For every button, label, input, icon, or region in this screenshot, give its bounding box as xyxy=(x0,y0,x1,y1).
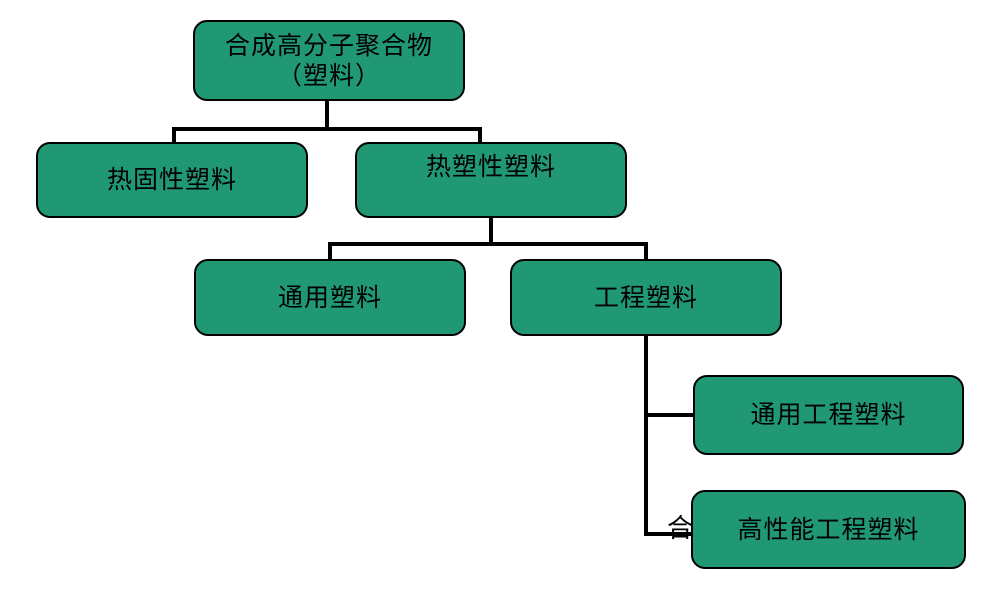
node-general-engineering-label: 通用工程塑料 xyxy=(750,400,907,430)
node-thermoplastic[interactable]: 热塑性塑料 xyxy=(355,142,627,218)
connector-root-stem xyxy=(325,100,329,129)
node-general-purpose[interactable]: 通用塑料 xyxy=(194,259,466,336)
connector-level2-bar xyxy=(328,242,648,246)
node-general-engineering[interactable]: 通用工程塑料 xyxy=(693,375,964,455)
node-thermoset[interactable]: 热固性塑料 xyxy=(36,142,308,218)
connector-level1-bar xyxy=(172,127,482,131)
connector-branch-general-engineering xyxy=(644,413,696,417)
node-engineering[interactable]: 工程塑料 xyxy=(510,259,782,336)
connector-level1-leg-left xyxy=(172,127,176,145)
connector-branch-high-performance xyxy=(644,532,696,536)
connector-level2-leg-left xyxy=(328,242,332,262)
node-engineering-label: 工程塑料 xyxy=(593,282,698,312)
connector-thermoplastic-stem xyxy=(489,217,493,244)
connector-engineering-rail xyxy=(644,336,648,536)
node-general-purpose-label: 通用塑料 xyxy=(277,282,382,312)
node-root-label: 合成高分子聚合物 （塑料） xyxy=(224,31,433,90)
node-thermoset-label: 热固性塑料 xyxy=(106,165,237,195)
connector-level2-leg-right xyxy=(644,242,648,262)
connector-level1-leg-right xyxy=(478,127,482,145)
node-root[interactable]: 合成高分子聚合物 （塑料） xyxy=(193,20,465,101)
node-high-performance-engineering[interactable]: 高性能工程塑料 xyxy=(691,490,966,569)
occluded-text-fragment: 合 xyxy=(667,514,694,544)
node-high-performance-engineering-label: 高性能工程塑料 xyxy=(737,514,920,544)
node-thermoplastic-label: 热塑性塑料 xyxy=(425,152,556,181)
